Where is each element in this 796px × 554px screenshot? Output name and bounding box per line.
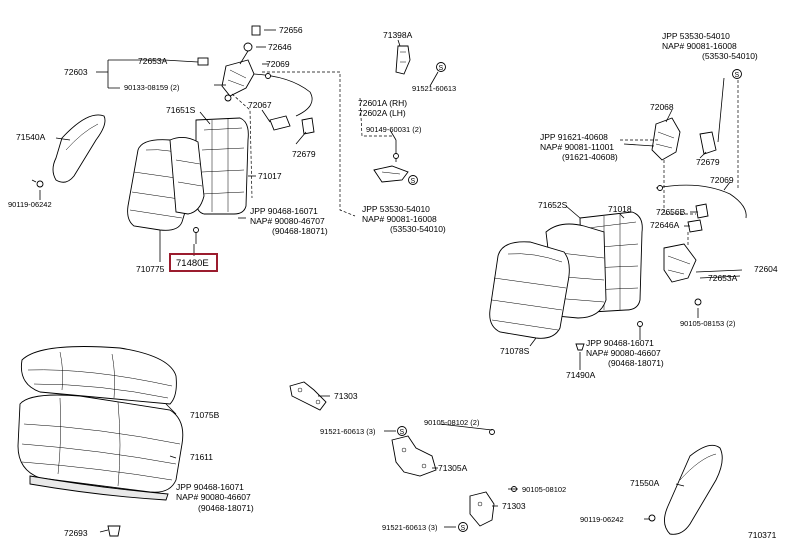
label-rb-nap: NAP# 90080-46607 — [586, 348, 661, 358]
label-72603: 72603 — [64, 67, 88, 77]
rear-bench-clip — [107, 525, 121, 537]
label-90105-right: 90105-08153 (2) — [680, 319, 736, 328]
hinge-71305A: S — [391, 426, 495, 477]
label-72601A: 72601A (RH) — [358, 98, 407, 108]
label-mid-sub: (53530-54010) — [390, 224, 446, 234]
label-72679-top: 72679 — [292, 149, 316, 159]
label-710775: 710775 — [136, 264, 165, 274]
side-pad-right — [648, 444, 723, 535]
label-tr-sub: (53530-54010) — [702, 51, 758, 61]
label-tr-nap: NAP# 90081-16008 — [662, 41, 737, 51]
hinge-71303-top — [289, 381, 327, 411]
label-r-jpp: JPP 91621-40608 — [540, 132, 608, 142]
label-72656: 72656 — [279, 25, 303, 35]
label-71651S: 71651S — [166, 105, 196, 115]
latch-71398A: S — [395, 45, 446, 75]
lock-mechanism-top — [197, 25, 315, 135]
screw-left — [193, 227, 199, 244]
lock-mechanism-right: S — [651, 69, 747, 306]
label-71305A: 71305A — [438, 463, 468, 473]
label-bl-nap: NAP# 90080-46607 — [176, 492, 251, 502]
svg-text:S: S — [735, 72, 740, 79]
label-71018: 71018 — [608, 204, 632, 214]
leader-lines — [39, 29, 743, 533]
part-labels: 72656 72646 72653A 72603 72069 90133-081… — [8, 25, 778, 540]
label-r-nap: NAP# 90081-11001 — [540, 142, 614, 152]
label-72646A: 72646A — [650, 220, 680, 230]
svg-text:S: S — [411, 178, 416, 185]
label-71490A: 71490A — [566, 370, 596, 380]
label-71398A: 71398A — [383, 30, 413, 40]
label-90105-mid: 90105-08102 (2) — [424, 418, 480, 427]
label-left-nap: NAP# 90080-46707 — [250, 216, 325, 226]
rear-bench-seat — [17, 346, 184, 501]
bolt-left — [31, 179, 44, 188]
label-mid-nap: NAP# 90081-16008 — [362, 214, 437, 224]
label-71075B: 71075B — [190, 410, 220, 420]
label-90105-low: 90105-08102 — [522, 485, 566, 494]
hinge-71303-low: S — [458, 486, 517, 532]
label-90149: 90149-60031 (2) — [366, 125, 422, 134]
label-bl-jpp: JPP 90468-16071 — [176, 482, 244, 492]
label-mid-jpp: JPP 53530-54010 — [362, 204, 430, 214]
label-72604: 72604 — [754, 264, 778, 274]
label-rb-sub: (90468-18071) — [608, 358, 664, 368]
label-72653A-right: 72653A — [708, 273, 738, 283]
label-71303-top: 71303 — [334, 391, 358, 401]
label-71652S: 71652S — [538, 200, 568, 210]
label-71078S: 71078S — [500, 346, 530, 356]
label-90133: 90133-08159 (2) — [124, 83, 180, 92]
svg-text:S: S — [400, 429, 405, 436]
label-91521-top: 91521-60613 — [412, 84, 456, 93]
label-91521-low: 91521-60613 (3) — [382, 523, 438, 532]
latch-72601A: S — [373, 140, 418, 185]
label-71303-low: 71303 — [502, 501, 526, 511]
right-seatback-assembly — [489, 211, 643, 339]
label-72653A-top: 72653A — [138, 56, 168, 66]
label-72693: 72693 — [64, 528, 88, 538]
label-r-sub: (91621-40608) — [562, 152, 618, 162]
side-pad-left — [52, 114, 106, 183]
label-71540A: 71540A — [16, 132, 46, 142]
label-71611: 71611 — [190, 452, 213, 462]
label-left-sub: (90468-18071) — [272, 226, 328, 236]
label-90119-low: 90119-06242 — [580, 515, 624, 524]
highlight-box-71480E — [169, 253, 218, 272]
label-72656B: 72656B — [656, 207, 686, 217]
label-71017: 71017 — [258, 171, 282, 181]
label-710371: 710371 — [748, 530, 777, 540]
svg-text:S: S — [439, 65, 444, 72]
label-91521-mid: 91521-60613 (3) — [320, 427, 376, 436]
label-left-jpp: JPP 90468-16071 — [250, 206, 318, 216]
screw-right — [575, 321, 643, 351]
label-71550A: 71550A — [630, 478, 660, 488]
label-bl-sub: (90468-18071) — [198, 503, 254, 513]
svg-text:S: S — [461, 525, 466, 532]
label-72602A: 72602A (LH) — [358, 108, 406, 118]
label-90119-top: 90119-06242 — [8, 200, 52, 209]
label-72069-top: 72069 — [266, 59, 290, 69]
label-71480E: 71480E — [176, 258, 209, 269]
label-72679-right: 72679 — [696, 157, 720, 167]
label-tr-jpp: JPP 53530-54010 — [662, 31, 730, 41]
label-72069-right: 72069 — [710, 175, 734, 185]
label-72646-top: 72646 — [268, 42, 292, 52]
label-72067: 72067 — [248, 100, 272, 110]
label-72068: 72068 — [650, 102, 674, 112]
label-rb-jpp: JPP 90468-16071 — [586, 338, 654, 348]
left-seatback-assembly — [127, 117, 249, 231]
